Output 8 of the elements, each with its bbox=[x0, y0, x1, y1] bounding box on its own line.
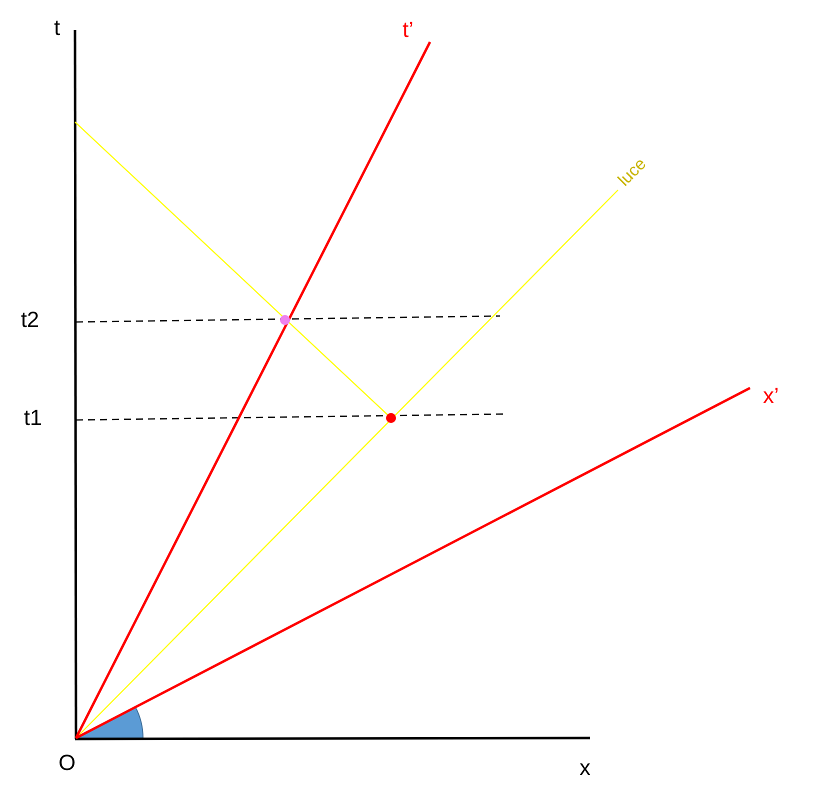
origin-label: O bbox=[58, 752, 76, 774]
axis-label: x’ bbox=[763, 385, 779, 407]
tick-label: t2 bbox=[20, 309, 40, 331]
tick-label: t1 bbox=[24, 407, 42, 429]
axis-label: x bbox=[580, 757, 590, 779]
axis-label: t bbox=[54, 17, 60, 39]
axis-label: t’ bbox=[402, 19, 414, 41]
line-label: luce bbox=[614, 154, 650, 190]
